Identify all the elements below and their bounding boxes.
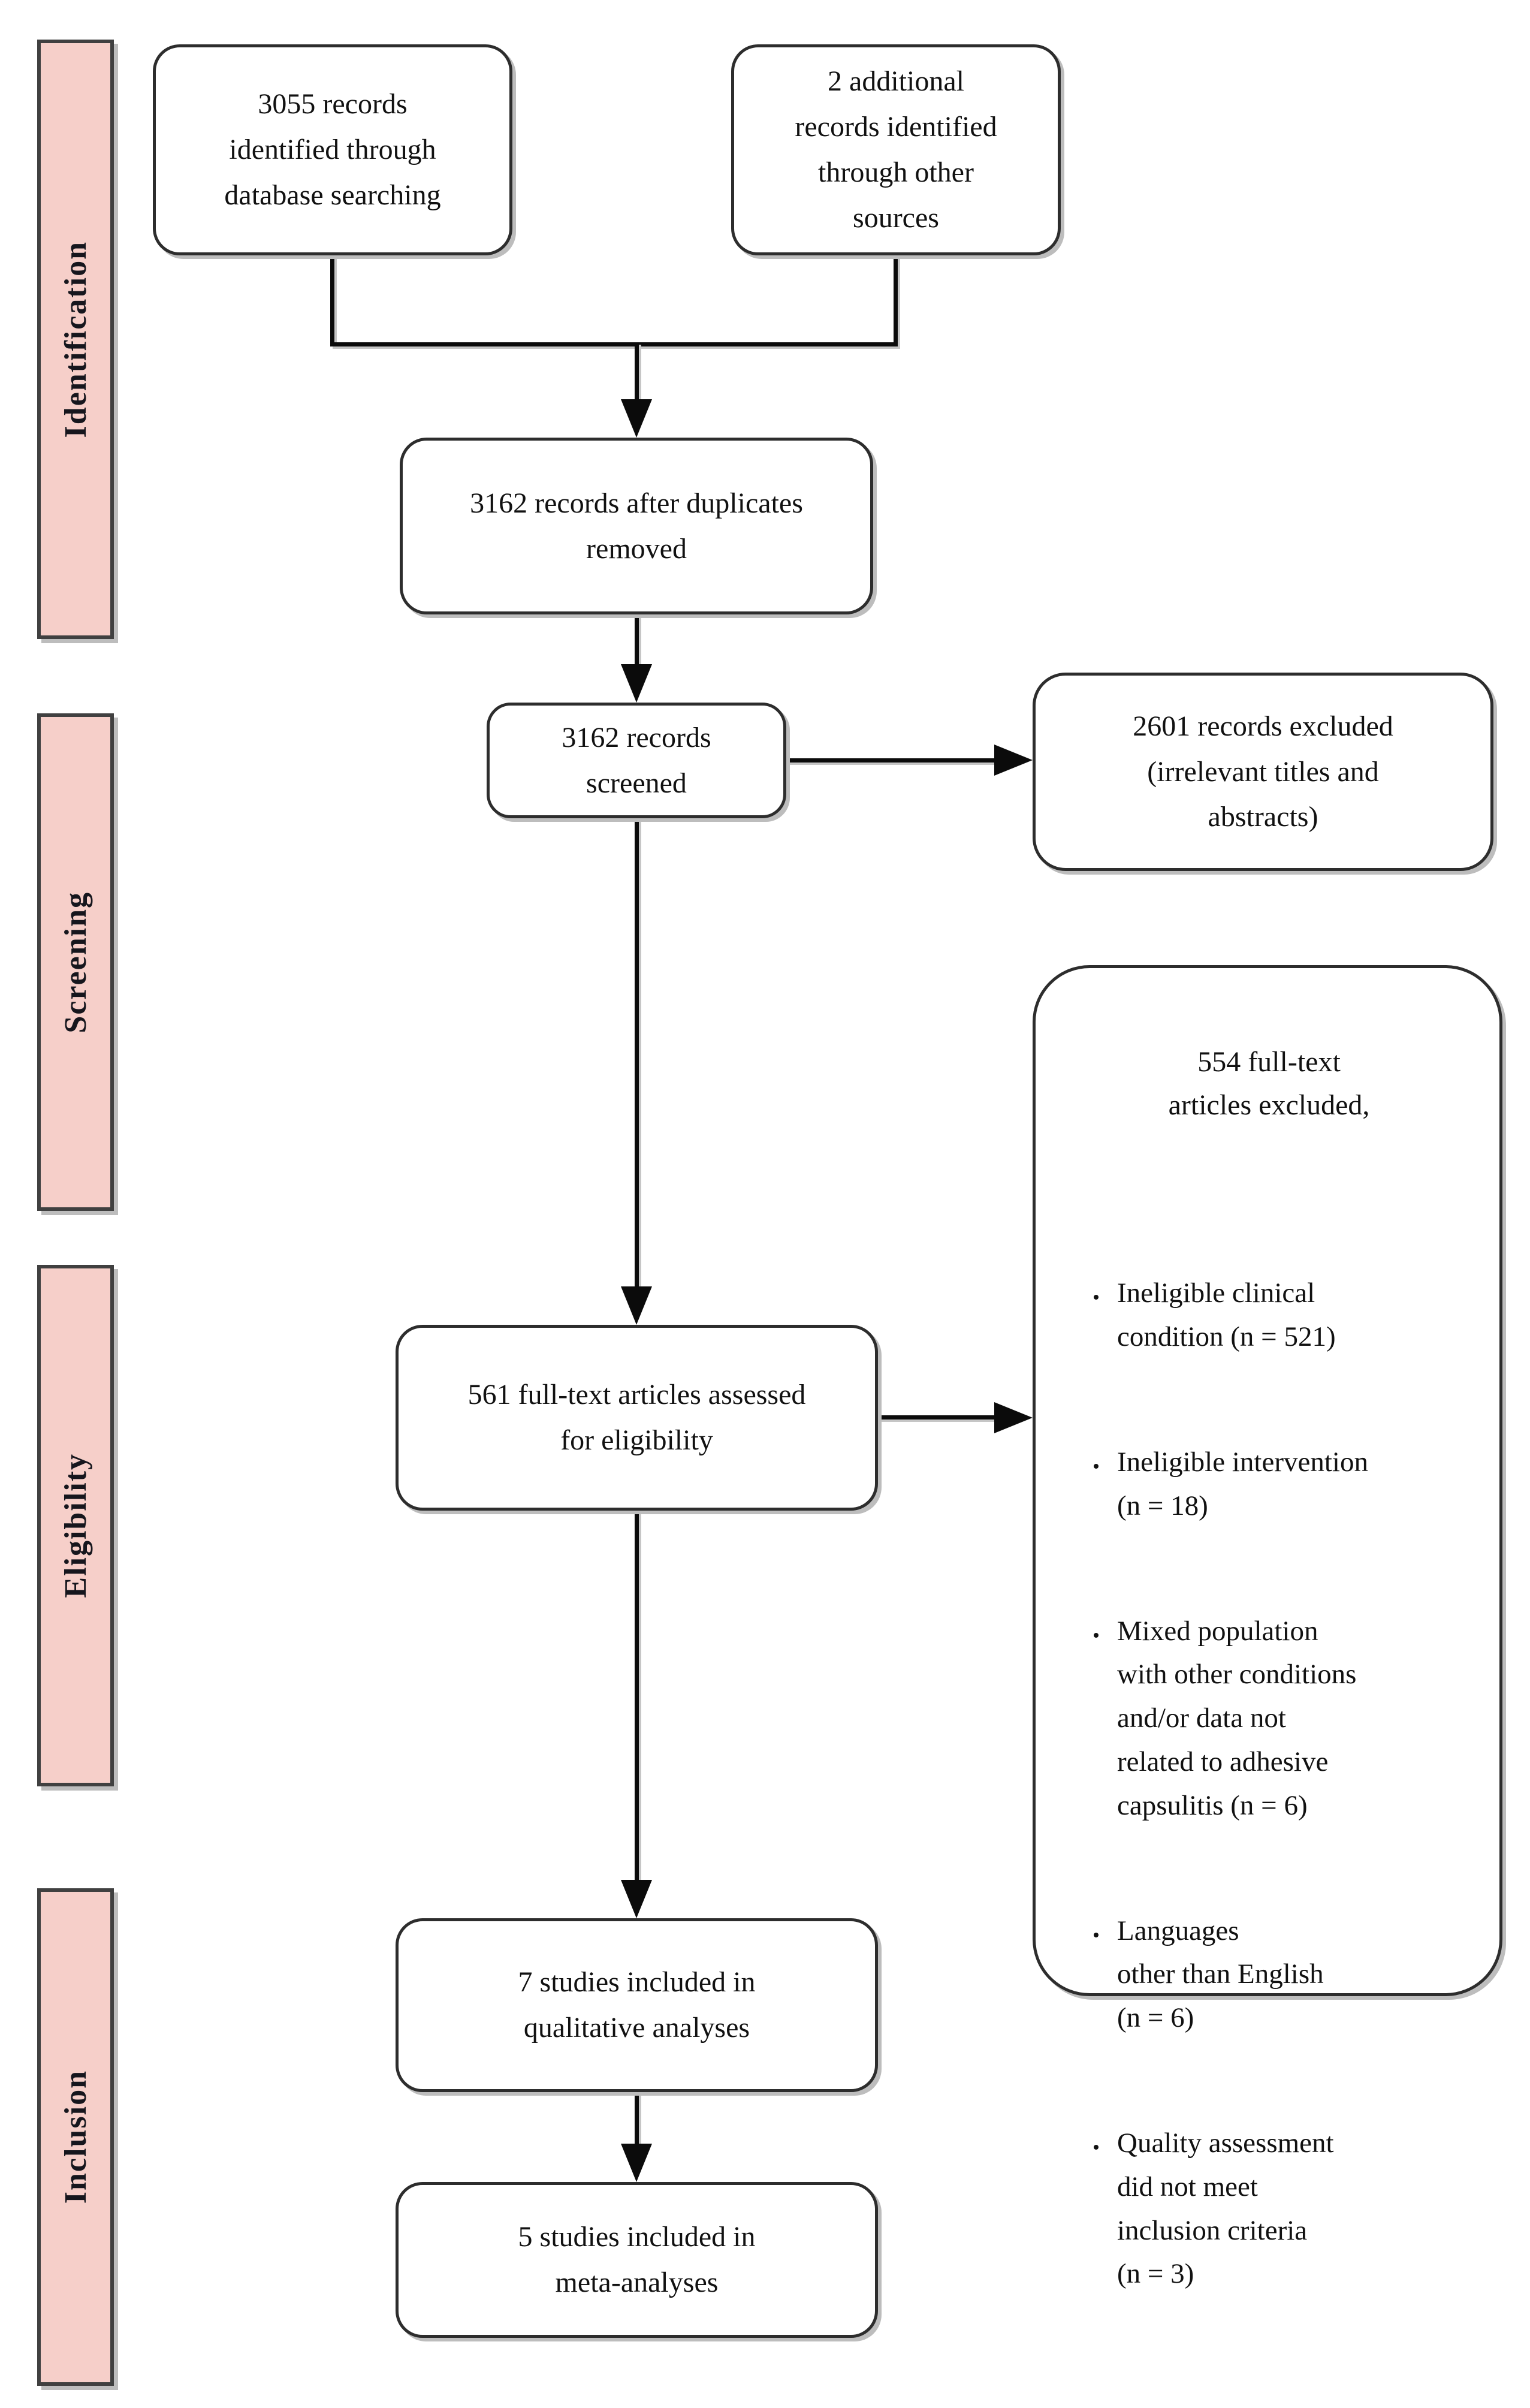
node-fulltext-assessed: 561 full-text articles assessed for elig… — [396, 1325, 878, 1511]
connector-merge-line — [330, 342, 898, 346]
arrowhead-down-duplicates-icon — [621, 399, 652, 438]
stage-label-inclusion: Inclusion — [58, 2070, 93, 2204]
connector-fulltext-to-qualitative-line — [635, 1511, 639, 1880]
connector-merge-to-duplicates-line — [635, 342, 639, 399]
stage-label-screening: Screening — [58, 891, 93, 1033]
node-records-identified: 3055 records identified through database… — [153, 44, 512, 255]
exclusion-reason-list: Ineligible clinical condition (n = 521) … — [1072, 1226, 1466, 2341]
stage-label-eligibility: Eligibility — [58, 1453, 93, 1598]
stage-bar-eligibility: Eligibility — [37, 1265, 114, 1786]
arrowhead-down-qualitative-icon — [621, 1880, 652, 1918]
arrowhead-right-excluded-icon — [994, 745, 1033, 776]
node-qualitative-included: 7 studies included in qualitative analys… — [396, 1918, 878, 2092]
node-meta-included: 5 studies included in meta-analyses — [396, 2182, 878, 2338]
stage-bar-identification: Identification — [37, 40, 114, 639]
connector-screened-to-excluded-line — [786, 758, 994, 763]
arrowhead-right-exclusions-icon — [994, 1402, 1033, 1433]
connector-screened-to-fulltext-line — [635, 818, 639, 1286]
exclusion-reason-item: Ineligible clinical condition (n = 521) — [1107, 1271, 1466, 1359]
exclusion-reason-item: Quality assessment did not meet inclusio… — [1107, 2121, 1466, 2296]
node-additional-records: 2 additional records identified through … — [731, 44, 1061, 255]
stage-bar-inclusion: Inclusion — [37, 1888, 114, 2386]
exclusion-reason-item: Ineligible intervention (n = 18) — [1107, 1440, 1466, 1528]
connector-dbrecords-down-line — [330, 255, 334, 346]
connector-additional-down-line — [894, 255, 898, 346]
node-records-excluded: 2601 records excluded (irrelevant titles… — [1033, 673, 1493, 871]
node-records-screened: 3162 records screened — [487, 703, 786, 818]
arrowhead-down-screened-icon — [621, 664, 652, 703]
stage-label-identification: Identification — [58, 240, 93, 438]
arrowhead-down-fulltext-icon — [621, 1286, 652, 1325]
exclusion-reason-item: Languages other than English (n = 6) — [1107, 1909, 1466, 2041]
connector-duplicates-to-screened-line — [635, 614, 639, 664]
exclusion-reason-item: Mixed population with other conditions a… — [1107, 1610, 1466, 1828]
connector-qualitative-to-meta-line — [635, 2092, 639, 2144]
connector-fulltext-to-exclusions-line — [878, 1415, 994, 1420]
node-fulltext-excluded: 554 full-text articles excluded, Ineligi… — [1033, 965, 1502, 2289]
node-duplicates-removed: 3162 records after duplicates removed — [400, 438, 873, 614]
arrowhead-down-meta-icon — [621, 2144, 652, 2182]
fulltext-excluded-header: 554 full-text articles excluded, — [1168, 1045, 1370, 1121]
stage-bar-screening: Screening — [37, 713, 114, 1211]
